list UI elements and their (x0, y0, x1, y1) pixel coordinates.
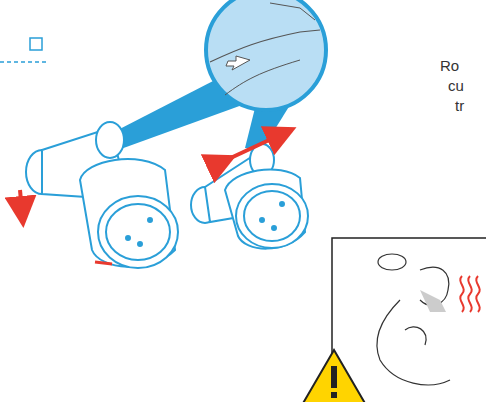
flow-arrow (226, 56, 250, 70)
smell-illustration (332, 238, 486, 402)
pump-left (26, 122, 178, 268)
red-double-arrow (222, 134, 282, 162)
pipe-line (0, 61, 48, 63)
instruction-text: Ro (440, 57, 459, 75)
instruction-text: tr (455, 97, 464, 115)
red-arrow (20, 190, 22, 212)
red-mark (95, 262, 112, 264)
pipe-symbol (30, 38, 42, 50)
warning-triangle (302, 350, 366, 402)
instruction-text: cu (448, 77, 464, 95)
pump-right (191, 144, 308, 249)
zoom-circle (206, 0, 326, 110)
casting-line (270, 3, 315, 20)
casting-line (210, 30, 320, 62)
